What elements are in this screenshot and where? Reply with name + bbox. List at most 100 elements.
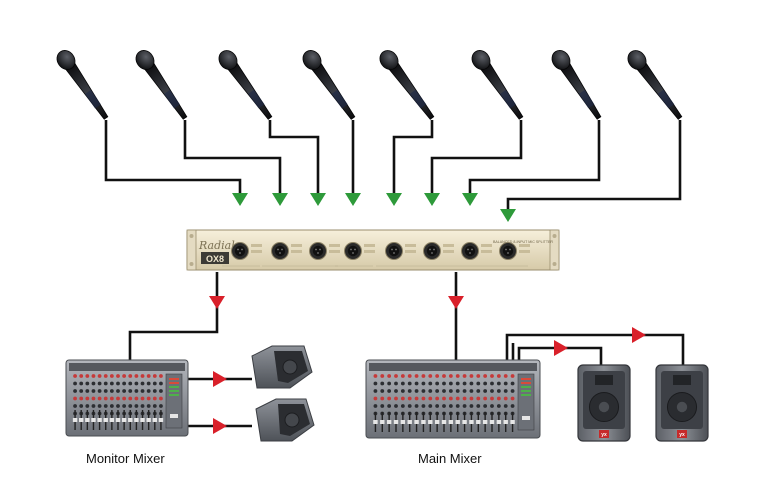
channel-knob — [146, 381, 151, 386]
xlr-pin — [509, 248, 511, 251]
switch — [364, 244, 375, 247]
channel-knob — [140, 374, 145, 378]
fader-cap — [79, 418, 84, 422]
channel-knob — [387, 404, 392, 408]
meter-led — [169, 394, 179, 396]
channel-knob — [373, 389, 378, 393]
xlr-pin — [467, 248, 469, 251]
channel-knob — [79, 381, 84, 386]
xlr-pin — [433, 248, 435, 251]
meter-led — [521, 382, 531, 384]
channel-knob — [407, 404, 412, 408]
arrow-to-wedge-2 — [213, 418, 227, 434]
channel-knob — [400, 389, 405, 393]
microphone-4 — [302, 50, 356, 120]
xlr-pin — [350, 248, 352, 251]
splitter-ear-left — [186, 229, 197, 271]
channel-knob — [400, 374, 405, 378]
fader-cap — [482, 420, 488, 424]
mic-handle — [387, 60, 435, 120]
channel-knob — [462, 396, 467, 401]
fader-cap — [455, 420, 460, 424]
channel-knob — [116, 389, 120, 393]
mic-stripe — [248, 89, 265, 109]
mic-body — [135, 50, 188, 120]
mixer-jack-strip — [69, 363, 185, 371]
channel-knob — [435, 396, 440, 401]
xlr-pin — [505, 248, 507, 251]
fader-cap — [434, 420, 440, 424]
channel-knob — [159, 374, 163, 378]
xlr-pin — [241, 248, 243, 251]
switch — [519, 250, 530, 253]
channel-knob — [122, 396, 127, 401]
input-arrow-3 — [310, 193, 326, 206]
channel-knob — [140, 389, 145, 393]
channel-knob — [116, 381, 120, 386]
channel-knob — [109, 396, 114, 401]
channel-knob — [152, 374, 157, 378]
splitter-side-text: BALANCED 8-INPUT MIC SPLITTER — [493, 240, 553, 244]
arrow-to-speaker-1 — [554, 340, 568, 356]
xlr-pin — [393, 252, 395, 254]
fader-cap — [400, 420, 406, 424]
mic-handle — [310, 61, 356, 120]
channel-knob — [159, 381, 163, 386]
channel-knob — [414, 381, 419, 386]
channel-knob — [91, 396, 96, 401]
channel-knob — [496, 374, 501, 378]
channel-knob — [496, 381, 501, 386]
channel-knob — [73, 381, 77, 386]
channel-knob — [159, 389, 163, 393]
channel-knob — [462, 404, 467, 408]
channel-knob — [97, 389, 102, 393]
channel-knob — [455, 404, 460, 408]
channel-knob — [490, 381, 494, 386]
xlr-pin — [237, 248, 239, 251]
xlr-pin — [469, 252, 471, 254]
channel-knob — [469, 404, 474, 408]
channel-knob — [128, 389, 133, 393]
fader-cap — [476, 420, 481, 424]
channel-knob — [116, 404, 120, 408]
input-arrow-4 — [345, 193, 361, 206]
xlr-socket — [388, 245, 400, 257]
channel-knob — [73, 396, 77, 401]
switch — [251, 244, 262, 247]
channel-knob — [128, 381, 133, 386]
meter-led — [521, 390, 531, 392]
mic-grille — [135, 50, 155, 70]
channel-knob — [85, 389, 90, 393]
rack-screw — [189, 262, 194, 266]
fader-cap — [414, 420, 419, 424]
channel-knob — [476, 381, 481, 386]
input-arrow-7 — [462, 193, 478, 206]
mic-stripe — [85, 89, 101, 109]
xlr-socket — [426, 245, 438, 257]
channel-knob — [73, 404, 77, 408]
microphone-5 — [379, 50, 435, 120]
switch — [291, 250, 302, 253]
channel-knob — [152, 381, 157, 386]
channel-knob — [428, 389, 433, 393]
main-mixer — [365, 359, 541, 439]
arrow-to-monitor — [209, 296, 225, 309]
cable-mic-7 — [468, 120, 601, 196]
fader-cap — [97, 418, 102, 422]
xlr-socket — [347, 245, 359, 257]
channel-knob — [407, 389, 412, 393]
cable-mic-2 — [183, 120, 282, 196]
channel-knob — [435, 374, 440, 378]
fader-cap — [158, 418, 164, 422]
mic-body — [218, 50, 273, 120]
fader-cap — [489, 420, 495, 424]
cable-main-to-speaker-2 — [505, 333, 685, 365]
output-arrows — [209, 296, 646, 434]
fader-cap — [146, 418, 151, 422]
channel-knob — [469, 389, 474, 393]
channel-knob — [510, 381, 515, 386]
xlr-input-8 — [490, 242, 530, 267]
master-fader — [170, 414, 178, 418]
mic-body — [56, 50, 109, 120]
rack-screw — [552, 262, 557, 266]
